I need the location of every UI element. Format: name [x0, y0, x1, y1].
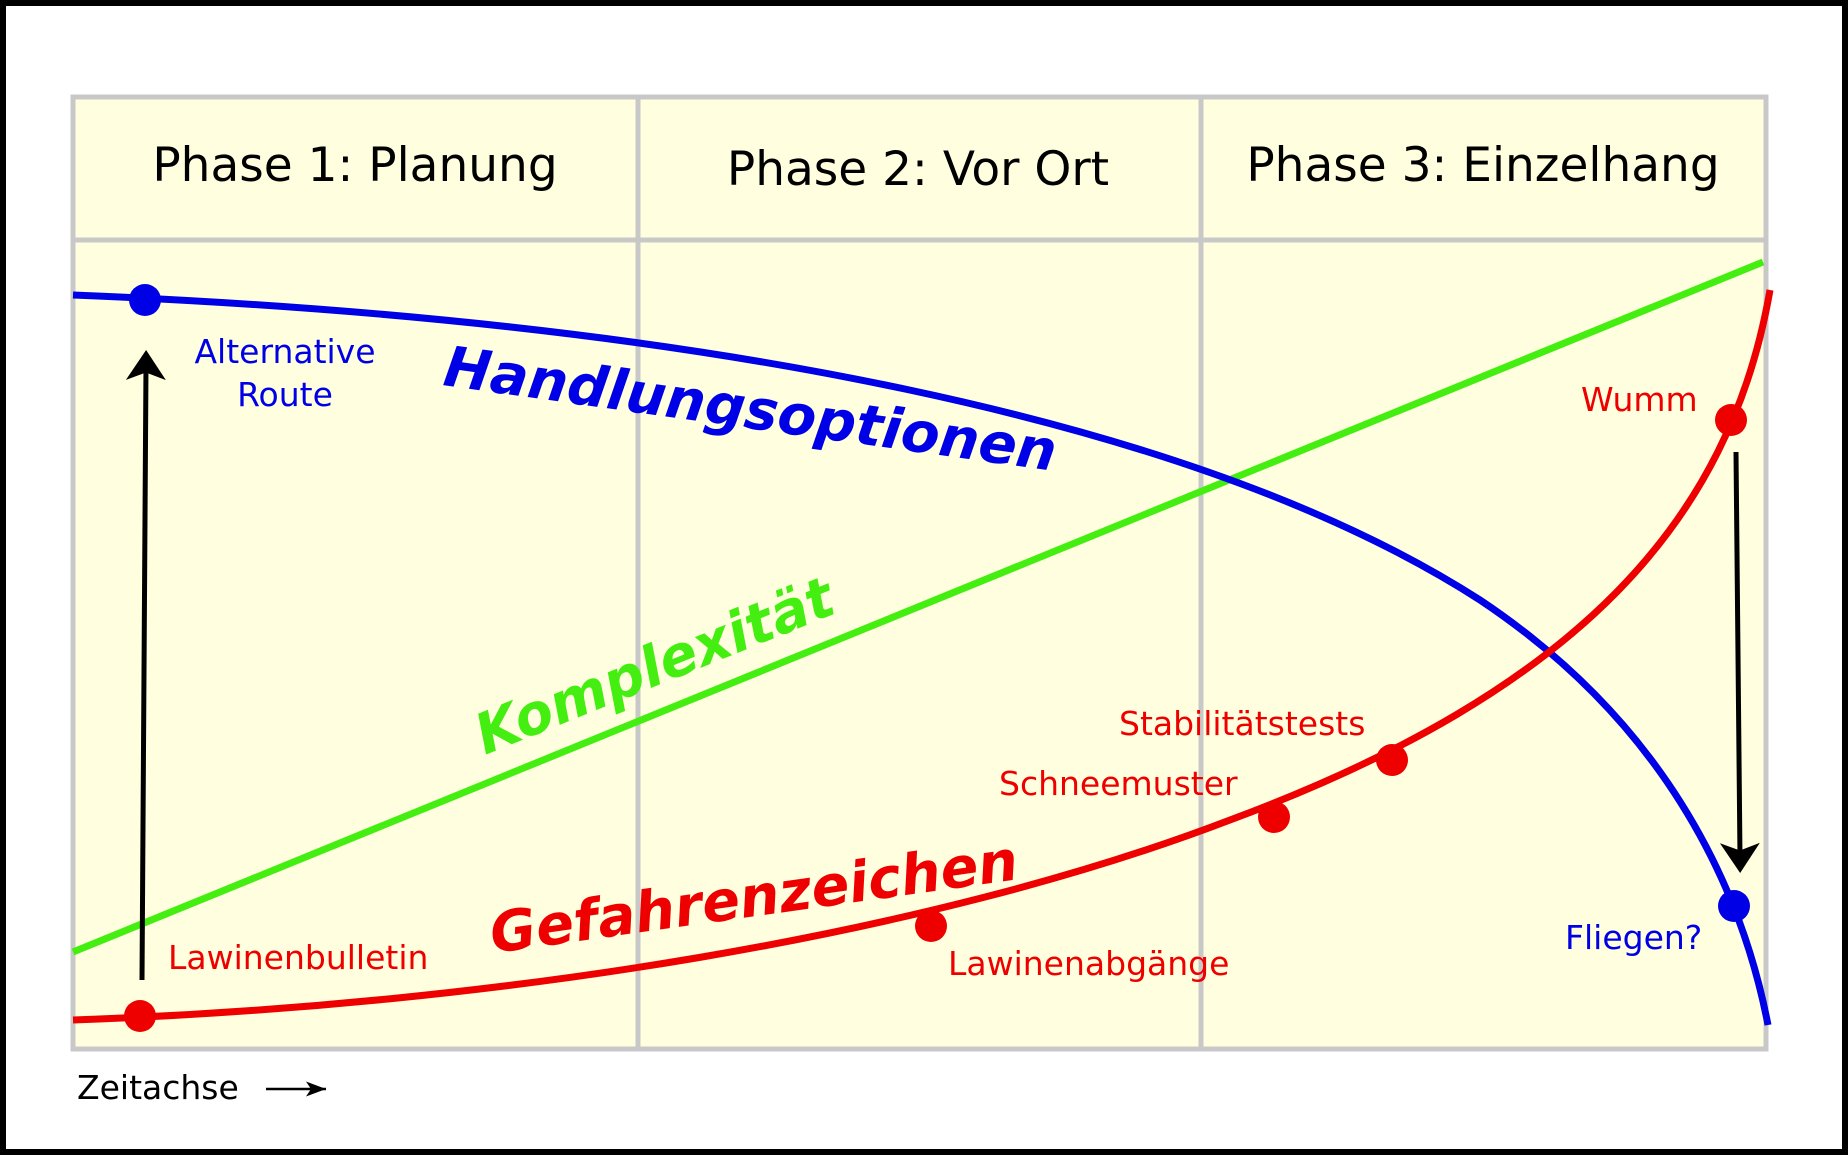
gefahrenzeichen-curve [72, 289, 1774, 1024]
diagram-background [70, 94, 1769, 1052]
stabilitaetstests-label: Stabilitätstests [1119, 704, 1365, 743]
phase-2-header: Phase 2: Vor Ort [727, 142, 1109, 197]
alternative-route-label-line2: Route [237, 375, 333, 414]
schneemuster-label: Schneemuster [999, 764, 1238, 803]
alternative-route-point [129, 284, 161, 316]
wumm-point [1715, 404, 1747, 436]
stabilitaetstests-point [1376, 744, 1408, 776]
wumm-label: Wumm [1581, 380, 1698, 419]
phase-3-header: Phase 3: Einzelhang [1246, 138, 1719, 193]
phase-1-header: Phase 1: Planung [152, 138, 557, 193]
up-arrow [125, 350, 166, 981]
lawinenabgaenge-point [915, 910, 947, 942]
down-arrow [1719, 451, 1760, 873]
komplexitaet-line [71, 258, 1765, 956]
fliegen-point [1718, 890, 1750, 922]
lawinenbulletin-point [124, 1000, 156, 1032]
handlungsoptionen-curve [72, 291, 1772, 1026]
alternative-route-label-line1: Alternative [194, 332, 375, 371]
schneemuster-point [1258, 801, 1290, 833]
lawinenabgaenge-label: Lawinenabgänge [948, 944, 1229, 983]
time-axis-label: Zeitachse [77, 1068, 239, 1107]
lawinenbulletin-label: Lawinenbulletin [168, 938, 428, 977]
fliegen-label: Fliegen? [1565, 918, 1702, 957]
